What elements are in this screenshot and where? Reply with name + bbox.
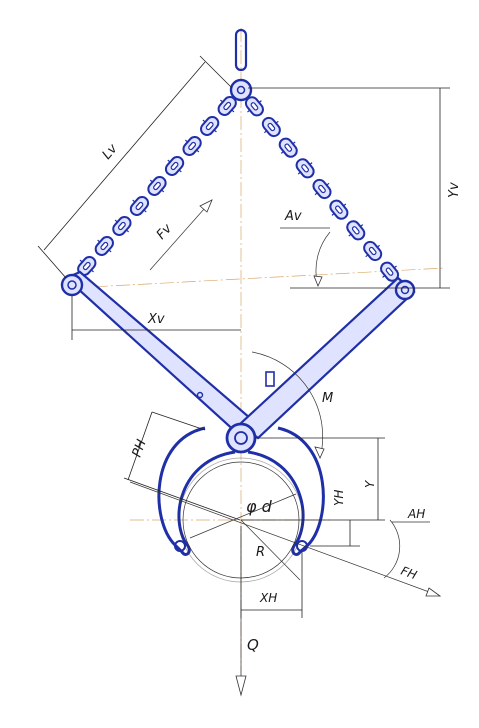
right-chain (244, 96, 400, 282)
fv-label: Fv (154, 221, 176, 243)
fv-arrow-head (199, 199, 213, 213)
fh-label: FH (399, 564, 419, 583)
av-label: Av (284, 209, 302, 224)
right-pivot-pin (400, 285, 410, 295)
phi-d-label: φ d (246, 497, 273, 516)
m-arrow-head (314, 446, 325, 459)
ph-dim-line (127, 411, 153, 481)
tong-jaws (157, 422, 325, 556)
chain-link (329, 199, 349, 220)
arm-stop (265, 371, 275, 387)
tong-arms (60, 270, 416, 440)
chain-link (295, 158, 315, 179)
radius-labels: φ d R (189, 493, 301, 581)
ph-ext-2 (123, 477, 241, 521)
m-label: M (322, 391, 333, 406)
fv-arrow-line (149, 199, 213, 271)
chain-link (112, 215, 132, 237)
y-label: Y (363, 479, 377, 488)
fh-line (129, 481, 441, 597)
yv-dimension: Yv (248, 87, 462, 289)
left-pivot-pin (67, 280, 77, 290)
m-moment: M (251, 351, 333, 459)
chain-link (182, 135, 202, 157)
ph-label: PH (130, 437, 150, 459)
chain-link (380, 261, 400, 282)
yv-label: Yv (447, 182, 462, 198)
chain-link (261, 116, 281, 138)
top-pivot (229, 78, 253, 102)
lv-ext-1 (37, 245, 67, 279)
ah-label: AH (407, 507, 425, 521)
r-label: R (256, 545, 265, 560)
left-jaw (157, 426, 236, 556)
diameter-line (189, 493, 297, 539)
left-jaw-tip (174, 540, 186, 552)
shackle-rod (234, 28, 248, 72)
q-arrow-head (235, 675, 247, 697)
lv-ext-2 (199, 55, 233, 89)
lv-dimension: Lv (37, 55, 233, 279)
right-jaw-tip (296, 540, 308, 552)
chain-link (200, 115, 220, 137)
chain-link (244, 96, 264, 117)
av-arrow-head (313, 275, 323, 288)
chain-link (363, 240, 383, 262)
fv-force: Fv (149, 199, 213, 271)
av-angle: Av (280, 209, 331, 288)
left-arm (63, 270, 252, 436)
left-pivot (60, 273, 84, 297)
ah-arc (383, 519, 401, 579)
lv-label: Lv (100, 141, 121, 162)
ph-ext-1 (151, 411, 206, 431)
chain-link (346, 220, 366, 241)
q-label: Q (247, 636, 259, 654)
ah-fh: AH FH (129, 481, 442, 597)
top-pivot-pin (236, 85, 246, 95)
chain-link (164, 155, 185, 177)
center-lines (71, 28, 446, 690)
chain-link (94, 235, 114, 257)
chain-link (147, 175, 167, 197)
xv-label: Xv (147, 312, 165, 327)
chain-link (278, 137, 298, 158)
xv-dimension: Xv (71, 296, 241, 340)
xh-label: XH (259, 591, 277, 605)
arm-hole (196, 391, 204, 399)
r-line (240, 519, 301, 581)
chain-link (217, 95, 237, 117)
top-shackle (229, 28, 253, 102)
xh-dimension: XH (240, 526, 303, 618)
right-pivot (394, 279, 416, 301)
left-chain (77, 95, 237, 277)
chain-link (312, 178, 332, 200)
y-dimensions: Y YH (241, 437, 385, 547)
right-arm (238, 276, 416, 440)
q-force: Q (235, 600, 259, 697)
chain-link (129, 195, 150, 217)
right-jaw (247, 426, 325, 556)
lv-dim-line (43, 61, 206, 251)
fh-arrow-head (425, 587, 442, 597)
center-pivot-pin (234, 431, 248, 445)
ph-dimension: PH (123, 411, 241, 521)
center-pivot (225, 422, 257, 454)
yh-label: YH (332, 490, 346, 506)
m-arc (251, 351, 324, 459)
